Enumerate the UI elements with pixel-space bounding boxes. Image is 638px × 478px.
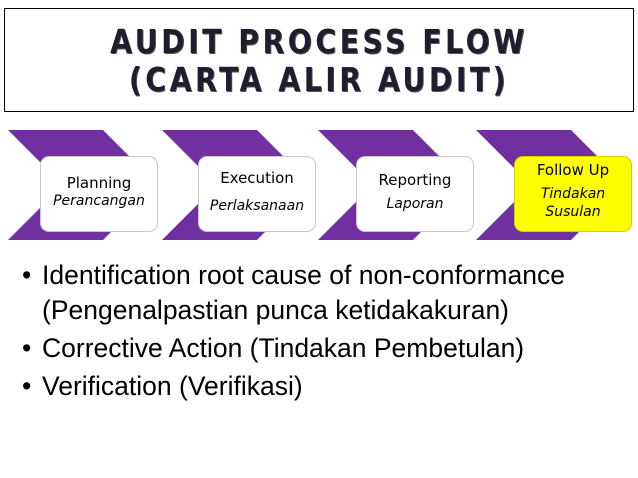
bullet-item: Verification (Verifikasi) bbox=[22, 369, 634, 404]
step-sublabel: Laporan bbox=[386, 196, 444, 212]
step-label: Execution bbox=[220, 169, 294, 187]
step-planning: Planning Perancangan bbox=[40, 156, 158, 232]
page-subtitle: (CARTA ALIR AUDIT) bbox=[128, 60, 510, 99]
process-flow: Planning Perancangan Execution Perlaksan… bbox=[0, 130, 638, 240]
step-label: Planning bbox=[66, 174, 132, 192]
step-label: Follow Up bbox=[536, 161, 610, 179]
bullet-list: Identification root cause of non-conform… bbox=[22, 258, 634, 404]
page-title: AUDIT PROCESS FLOW bbox=[110, 22, 528, 61]
title-box: AUDIT PROCESS FLOW (CARTA ALIR AUDIT) bbox=[4, 8, 634, 112]
step-sublabel: Perlaksanaan bbox=[209, 198, 305, 214]
step-execution: Execution Perlaksanaan bbox=[198, 156, 316, 232]
step-label: Reporting bbox=[378, 171, 452, 189]
step-follow-up: Follow Up Tindakan Susulan bbox=[514, 156, 632, 232]
bullet-item: Identification root cause of non-conform… bbox=[22, 258, 634, 328]
bullet-item: Corrective Action (Tindakan Pembetulan) bbox=[22, 331, 634, 366]
step-sublabel: Perancangan bbox=[53, 193, 145, 209]
step-sublabel: Tindakan Susulan bbox=[540, 186, 606, 220]
step-reporting: Reporting Laporan bbox=[356, 156, 474, 232]
